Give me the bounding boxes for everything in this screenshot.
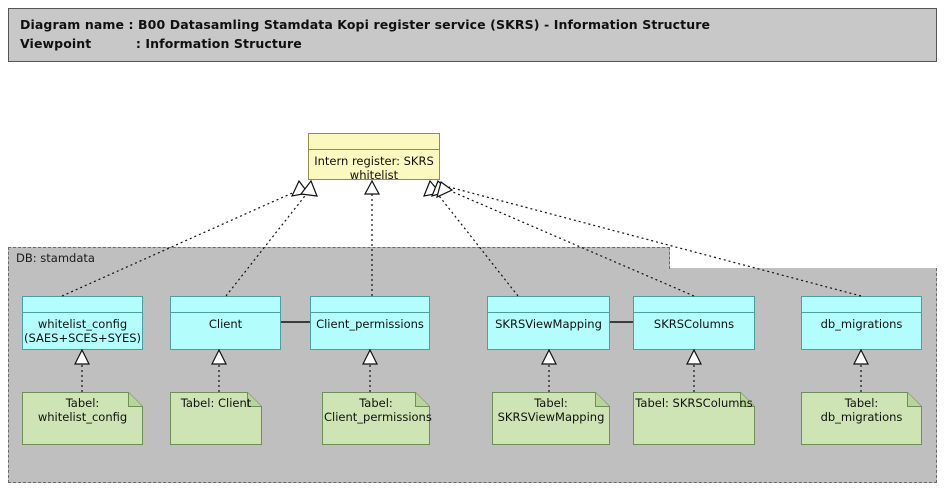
object-label: SKRSColumns [653, 317, 735, 331]
object-db-migrations[interactable]: db_migrations [801, 296, 922, 350]
diagram-header-banner: Diagram name : B00 Datasamling Stamdata … [8, 8, 937, 62]
note-folded-corner-icon [492, 392, 610, 445]
object-body-compartment: db_migrations [802, 313, 921, 349]
note-folded-corner-icon [170, 392, 262, 445]
viewpoint-line: Viewpoint : Information Structure [20, 36, 302, 51]
object-header-compartment [311, 297, 429, 313]
group-db-stamdata-body[interactable] [8, 268, 937, 483]
note-tabel-skrscolumns[interactable]: Tabel: SKRSColumns [633, 392, 755, 445]
group-tab-seam [9, 267, 669, 270]
object-header-compartment [802, 297, 921, 313]
object-skrscolumns[interactable]: SKRSColumns [633, 296, 755, 350]
object-body-compartment: SKRSViewMapping [488, 313, 609, 349]
note-folded-corner-icon [801, 392, 922, 445]
diagram-name-line: Diagram name : B00 Datasamling Stamdata … [20, 17, 711, 32]
note-label: Tabel: SKRSViewMapping [497, 396, 605, 424]
object-body-compartment: Client [171, 313, 280, 349]
note-label: Tabel: db_migrations [820, 396, 903, 424]
object-label: whitelist_config (SAES+SCES+SYES) [24, 317, 141, 345]
object-header-compartment [634, 297, 754, 313]
object-label: SKRSViewMapping [495, 317, 602, 331]
note-tabel-client-permissions[interactable]: Tabel: Client_permissions [322, 392, 432, 445]
object-intern-register-skrs-whitelist[interactable]: Intern register: SKRS whitelist [308, 133, 440, 182]
object-header-compartment [488, 297, 609, 313]
note-folded-corner-icon [322, 392, 430, 445]
object-header-compartment [171, 297, 280, 313]
object-body-compartment: SKRSColumns [634, 313, 754, 349]
note-tabel-client[interactable]: Tabel: Client [170, 392, 262, 445]
object-label: db_migrations [820, 317, 903, 331]
object-client[interactable]: Client [170, 296, 281, 350]
object-body-compartment: whitelist_config (SAES+SCES+SYES) [23, 313, 142, 349]
note-tabel-db-migrations[interactable]: Tabel: db_migrations [801, 392, 922, 445]
object-whitelist-config[interactable]: whitelist_config (SAES+SCES+SYES) [22, 296, 143, 350]
object-skrsviewmapping[interactable]: SKRSViewMapping [487, 296, 610, 350]
object-header-compartment [23, 297, 142, 313]
object-label: Client [208, 317, 243, 331]
note-label: Tabel: Client [180, 396, 252, 410]
object-client-permissions[interactable]: Client_permissions [310, 296, 430, 350]
object-body-compartment: Client_permissions [311, 313, 429, 349]
group-db-stamdata-tab[interactable]: DB: stamdata [8, 247, 670, 269]
note-tabel-whitelist-config[interactable]: Tabel: whitelist_config [22, 392, 143, 445]
note-folded-corner-icon [22, 392, 143, 445]
object-label: Client_permissions [316, 317, 424, 331]
object-header-compartment [309, 134, 439, 150]
note-folded-corner-icon [633, 392, 755, 445]
note-label: Tabel: SKRSColumns [635, 396, 753, 410]
note-label: Tabel: whitelist_config [37, 396, 128, 424]
object-body-compartment: Intern register: SKRS whitelist [309, 150, 439, 182]
group-db-stamdata-label: DB: stamdata [16, 251, 95, 265]
note-label: Tabel: Client_permissions [324, 396, 432, 424]
object-label: Intern register: SKRS whitelist [314, 154, 434, 182]
note-tabel-skrsviewmapping[interactable]: Tabel: SKRSViewMapping [492, 392, 610, 445]
